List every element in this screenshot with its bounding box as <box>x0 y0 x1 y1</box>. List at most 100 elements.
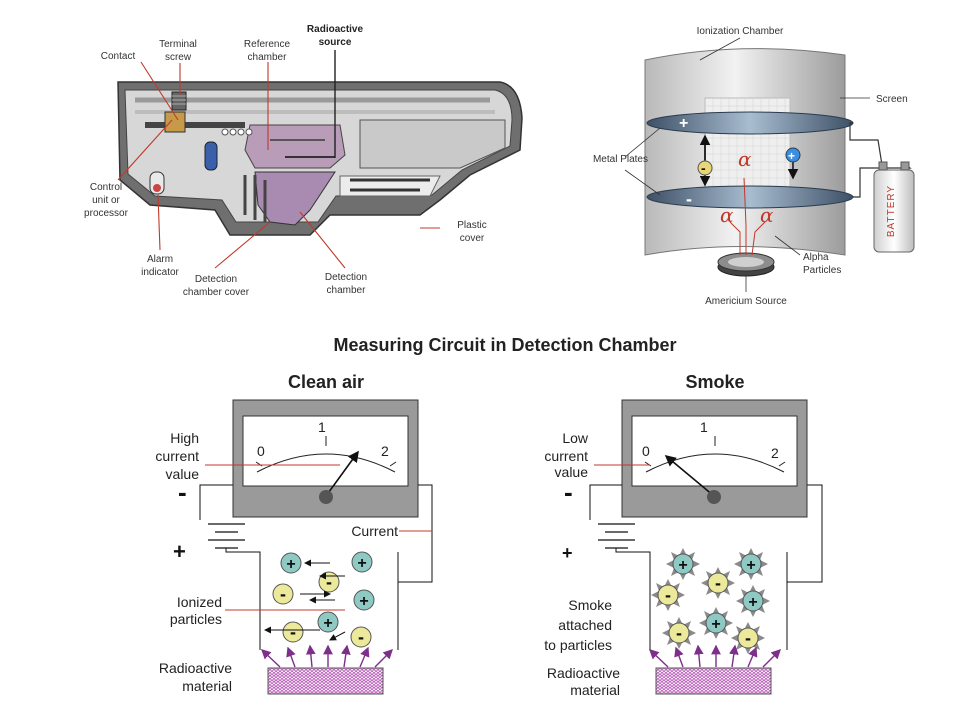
ion-minus-sign: - <box>701 160 706 176</box>
label-detection-chamber-2: chamber <box>327 285 367 296</box>
smoke-particles-label-3: to particles <box>544 637 612 653</box>
label-plastic-cover-1: Plastic <box>457 220 486 231</box>
label-americium-source: Americium Source <box>705 296 787 307</box>
smoke-ion-sign: - <box>715 573 721 593</box>
smoke-ion-sign: + <box>748 594 757 611</box>
detector-illustration <box>117 50 523 269</box>
clean-source-label-2: material <box>182 678 232 694</box>
clean-ion-sign: + <box>359 593 368 610</box>
label-alpha-particles-2: Particles <box>803 265 841 276</box>
clean-positive-ion <box>280 552 302 574</box>
positive-ion <box>785 147 801 163</box>
smoke-ion-sign: - <box>665 585 671 605</box>
smoke-panel: Smoke <box>589 372 823 695</box>
label-contact: Contact <box>101 51 136 62</box>
clean-negative-ion <box>272 583 294 605</box>
smoke-tick-0: 0 <box>642 443 650 459</box>
smoke-positive-ion <box>672 553 694 575</box>
clean-air-panel: Clean air <box>199 372 433 695</box>
alpha-symbol-3: α <box>760 203 774 227</box>
clean-particles-label-1: Ionized <box>177 594 222 610</box>
clean-air-labels: 1 0 2 High current value - + Current Ion… <box>155 419 398 694</box>
plate-plus-sign: + <box>679 115 688 132</box>
clean-source-label-1: Radioactive <box>159 660 232 676</box>
smoke-current-label-2: current <box>544 448 588 464</box>
smoke-radioactive-material <box>655 667 772 695</box>
smoke-labels: 1 0 2 Low current value - + Smoke attach… <box>544 419 779 698</box>
label-metal-plates: Metal Plates <box>593 154 648 165</box>
alpha-symbol-1: α <box>738 147 752 171</box>
smoke-minus-terminal: - <box>564 477 573 507</box>
smoke-ion-sign: - <box>676 623 682 643</box>
circuit-title: Measuring Circuit in Detection Chamber <box>333 335 676 355</box>
label-terminal-screw-1: Terminal <box>159 39 197 50</box>
label-control-unit-1: Control <box>90 182 122 193</box>
clean-plus-terminal: + <box>173 539 186 564</box>
label-detection-chamber-cover-1: Detection <box>195 274 237 285</box>
battery <box>873 169 915 253</box>
clean-ion-sign: - <box>358 627 364 647</box>
alpha-symbol-2: α <box>720 203 734 227</box>
smoke-ion-sign: + <box>711 616 720 633</box>
label-reference-chamber-2: chamber <box>248 52 288 63</box>
clean-ion-sign: + <box>323 615 332 632</box>
clean-ion-sign: + <box>286 556 295 573</box>
label-reference-chamber-1: Reference <box>244 39 291 50</box>
label-terminal-screw-2: screw <box>165 52 192 63</box>
clean-tick-2: 2 <box>381 443 389 459</box>
clean-ion-sign: - <box>326 572 332 592</box>
smoke-heading: Smoke <box>685 372 744 392</box>
label-alpha-particles-1: Alpha <box>803 252 829 263</box>
metal-plate-bottom <box>646 185 854 209</box>
ion-plus-sign: + <box>788 149 795 163</box>
clean-ion-sign: - <box>290 622 296 642</box>
clean-ion-sign: + <box>357 555 366 572</box>
label-plastic-cover-2: cover <box>460 233 485 244</box>
clean-radioactive-material <box>267 667 384 695</box>
label-ionization-chamber: Ionization Chamber <box>697 26 784 37</box>
clean-ion-sign: - <box>280 584 286 604</box>
smoke-negative-ion <box>737 627 759 649</box>
detector-labels: Radioactive source Reference chamber Ter… <box>84 24 487 298</box>
label-battery: BATTERY <box>886 185 897 237</box>
smoke-positive-ion <box>740 553 762 575</box>
label-detection-chamber-1: Detection <box>325 272 367 283</box>
smoke-positive-ion <box>742 590 764 612</box>
smoke-tick-1: 1 <box>700 419 708 435</box>
smoke-meter-needle <box>664 454 715 497</box>
smoke-plus-terminal: + <box>562 543 573 563</box>
smoke-particles-label-1: Smoke <box>568 597 612 613</box>
clean-negative-ion <box>282 621 304 643</box>
smoke-negative-ion <box>668 622 690 644</box>
smoke-tick-2: 2 <box>771 445 779 461</box>
label-screen: Screen <box>876 94 908 105</box>
clean-particles-label-2: particles <box>170 611 222 627</box>
clean-positive-ion <box>317 611 339 633</box>
label-detection-chamber-cover-2: chamber cover <box>183 287 250 298</box>
clean-positive-ion <box>353 589 375 611</box>
smoke-particles-label-2: attached <box>558 617 612 633</box>
plate-minus-sign: - <box>686 189 692 209</box>
ionization-chamber-illustration <box>624 37 915 292</box>
smoke-current-label-1: Low <box>562 430 589 446</box>
metal-plate-top <box>646 111 854 135</box>
smoke-source-label-2: material <box>570 682 620 698</box>
smoke-ion-sign: - <box>745 628 751 648</box>
negative-ion <box>697 160 713 176</box>
label-control-unit-2: unit or <box>92 195 120 206</box>
label-alarm-indicator-1: Alarm <box>147 254 173 265</box>
smoke-ion-sign: + <box>746 557 755 574</box>
smoke-positive-ion <box>705 612 727 634</box>
clean-minus-terminal: - <box>178 477 187 507</box>
clean-current-label-1: High <box>170 430 199 446</box>
smoke-negative-ion <box>657 584 679 606</box>
clean-tick-0: 0 <box>257 443 265 459</box>
label-alarm-indicator-2: indicator <box>141 267 179 278</box>
clean-tick-1: 1 <box>318 419 326 435</box>
label-radioactive-source-2: source <box>319 37 352 48</box>
label-control-unit-3: processor <box>84 208 129 219</box>
clean-meter-needle <box>325 450 359 497</box>
clean-current-label-2: current <box>155 448 199 464</box>
